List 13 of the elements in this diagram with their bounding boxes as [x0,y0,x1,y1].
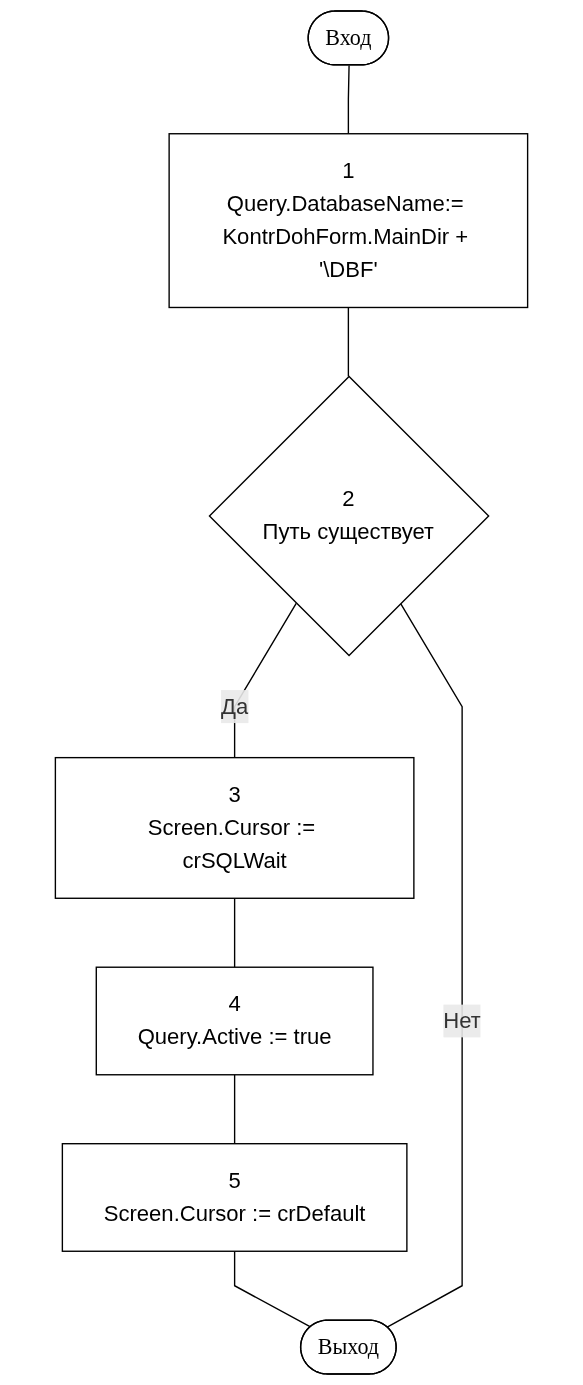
connector [386,602,463,1328]
node-diamond: 2 Путь существует [208,375,490,657]
node-box: 1 Query.DatabaseName:= KontrDohForm.MainDir + '\DBF' [168,133,529,309]
edge-label: Да [221,694,249,718]
connector [233,1074,236,1145]
edge-label: Нет [443,1008,481,1033]
connector [347,306,350,378]
connector [233,1250,312,1328]
connector [347,64,350,135]
node-box: 3 Screen.Cursor := crSQLWait [54,756,415,899]
node-box: 5 Screen.Cursor := crDefault [61,1143,408,1252]
connector [233,897,236,968]
node-box: 4 Query.Active := true [95,966,374,1076]
